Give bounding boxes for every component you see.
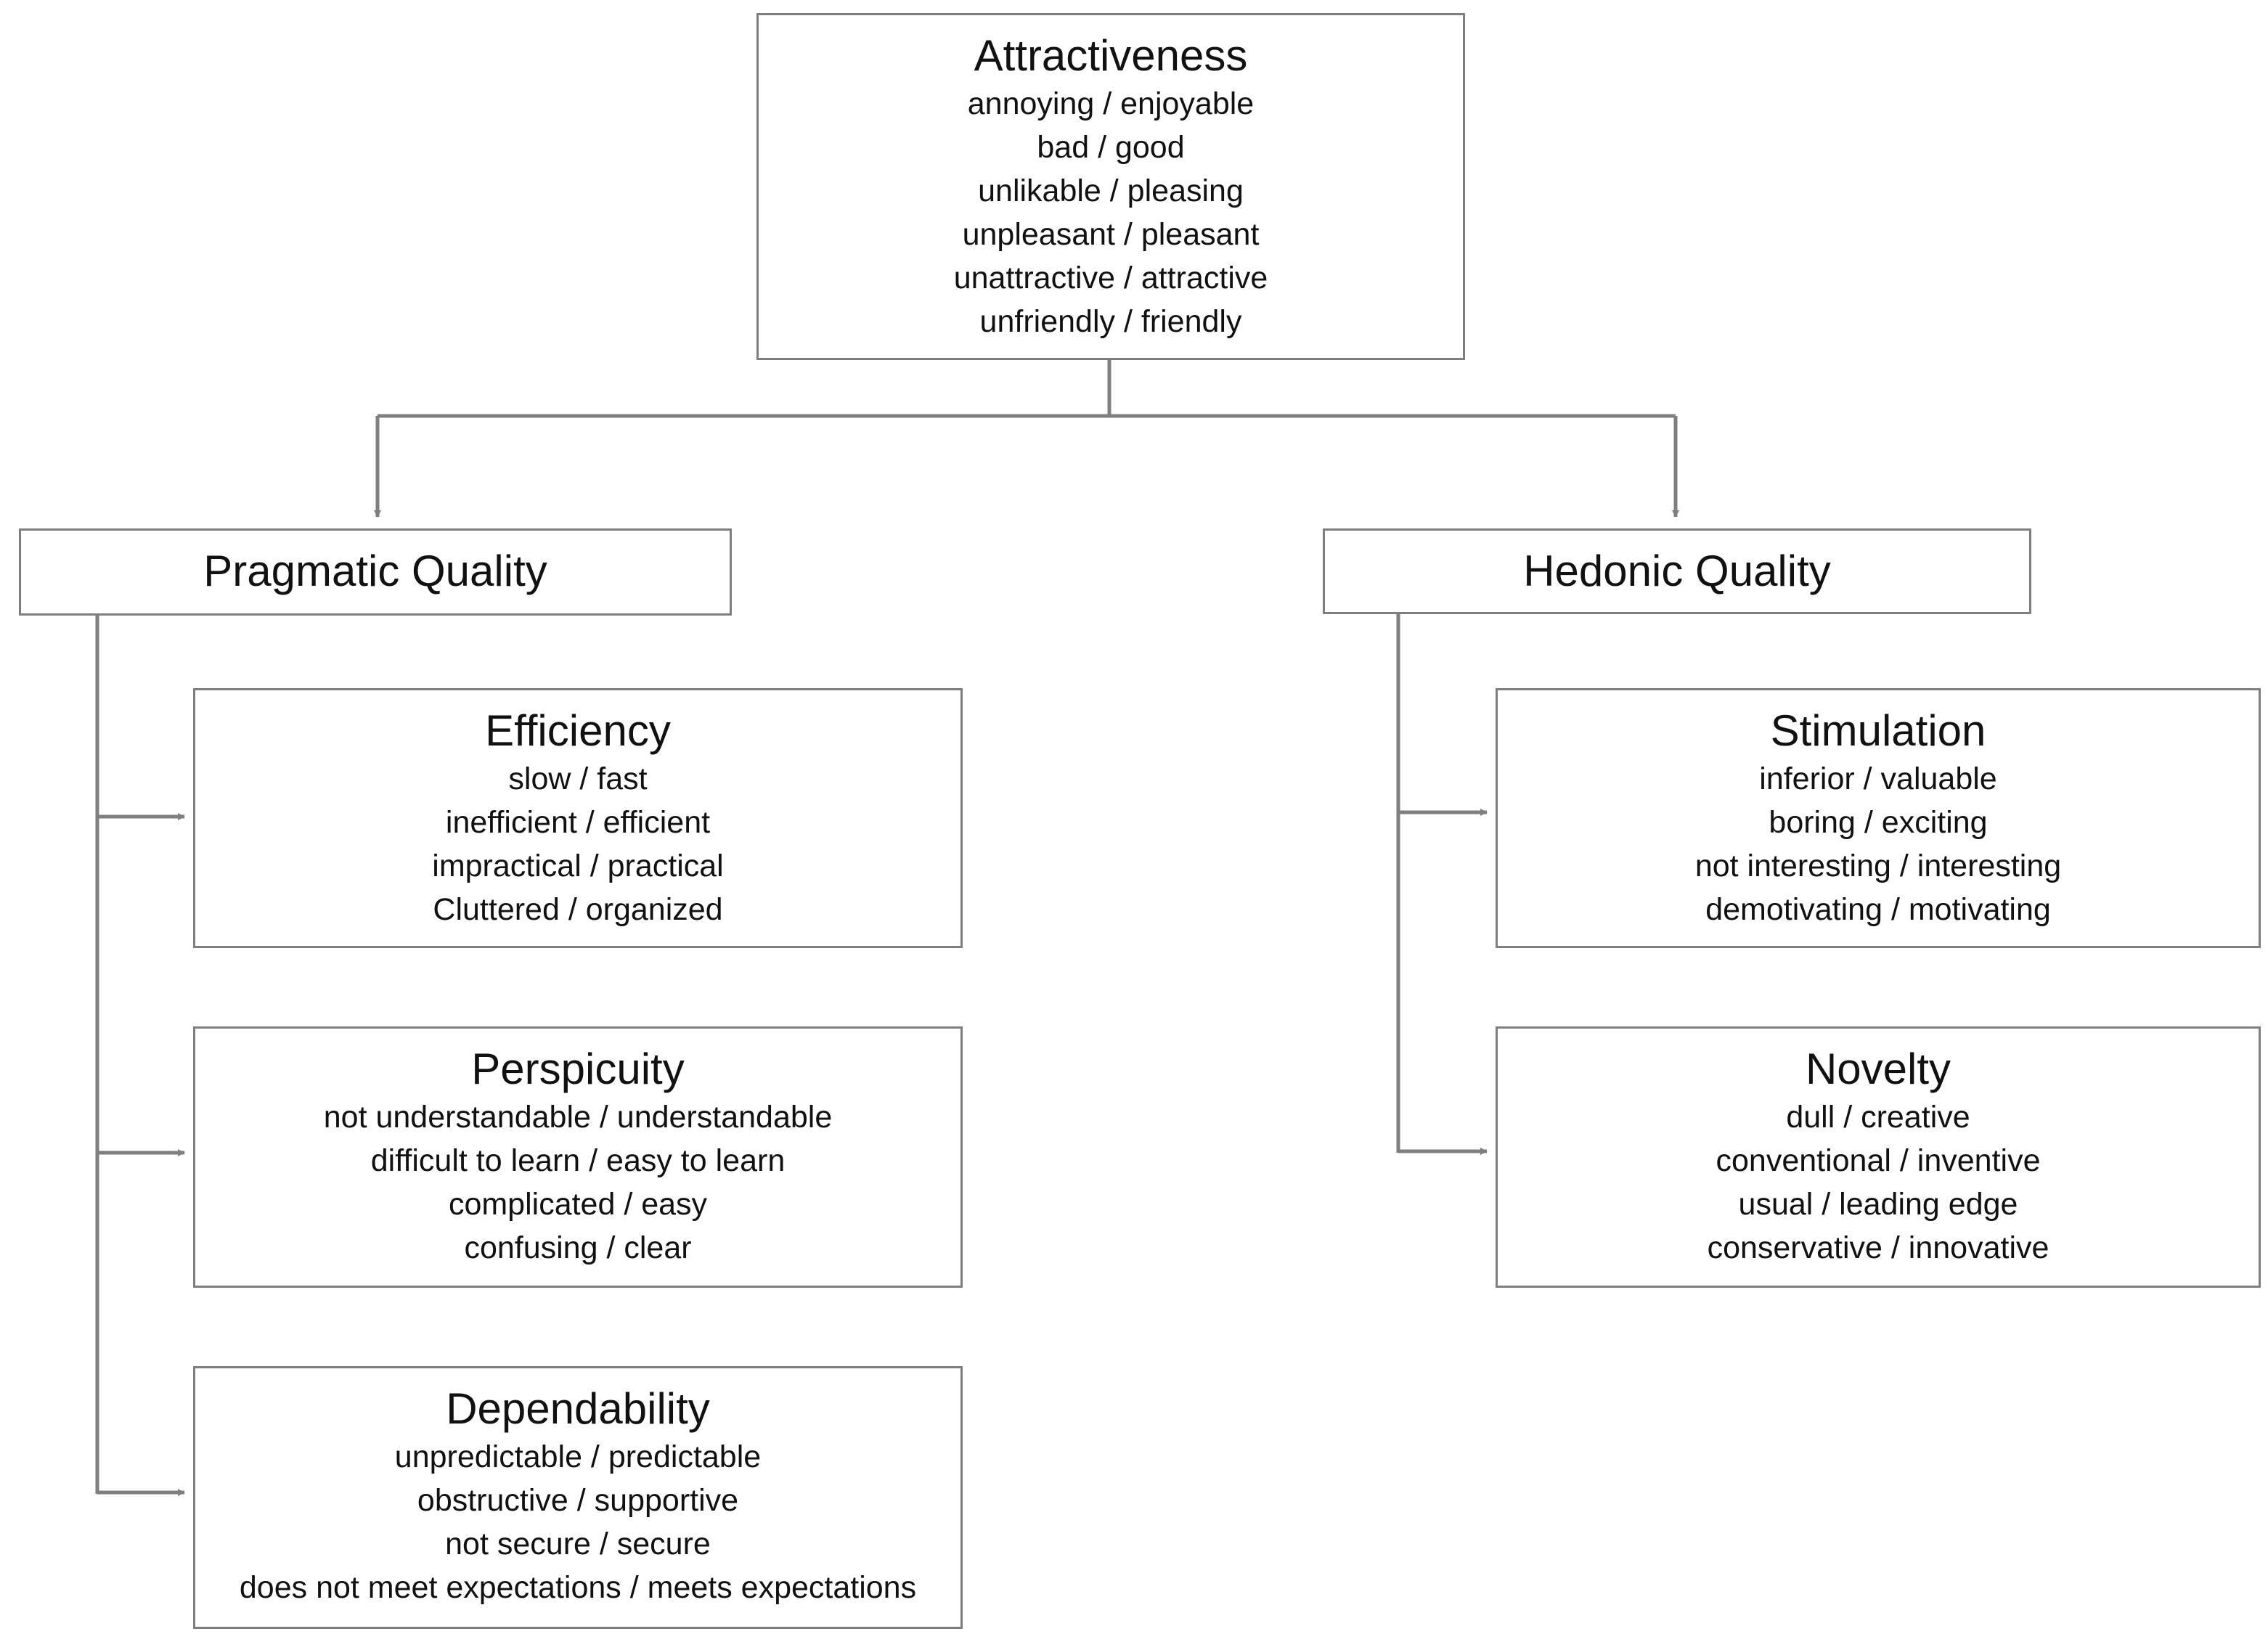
efficiency-item: inefficient / efficient	[445, 805, 711, 840]
efficiency-title: Efficiency	[485, 706, 671, 755]
novelty-item: dull / creative	[1786, 1100, 1970, 1135]
attractiveness-box: Attractiveness annoying / enjoyable bad …	[756, 13, 1465, 360]
novelty-item: usual / leading edge	[1738, 1187, 2018, 1222]
attractiveness-items: annoying / enjoyable bad / good unlikabl…	[759, 82, 1463, 343]
stimulation-item: boring / exciting	[1769, 805, 1988, 840]
stimulation-items: inferior / valuable boring / exciting no…	[1498, 757, 2259, 931]
perspicuity-item: complicated / easy	[448, 1187, 708, 1222]
pragmatic-quality-box: Pragmatic Quality	[19, 528, 732, 616]
efficiency-item: impractical / practical	[432, 849, 724, 883]
dependability-item: does not meet expectations / meets expec…	[239, 1570, 917, 1605]
attractiveness-title: Attractiveness	[974, 31, 1248, 80]
dependability-item: obstructive / supportive	[417, 1483, 739, 1518]
perspicuity-item: confusing / clear	[464, 1230, 692, 1265]
dependability-title: Dependability	[446, 1384, 710, 1433]
novelty-title: Novelty	[1805, 1045, 1951, 1093]
hedonic-quality-title: Hedonic Quality	[1523, 547, 1831, 595]
dependability-item: unpredictable / predictable	[394, 1439, 762, 1474]
novelty-item: conservative / innovative	[1707, 1230, 2049, 1265]
efficiency-item: slow / fast	[508, 761, 648, 796]
attractiveness-item: annoying / enjoyable	[967, 86, 1255, 121]
dependability-items: unpredictable / predictable obstructive …	[195, 1435, 960, 1609]
stimulation-item: demotivating / motivating	[1705, 892, 2051, 927]
stimulation-title: Stimulation	[1770, 706, 1986, 755]
novelty-item: conventional / inventive	[1716, 1143, 2041, 1178]
attractiveness-item: unlikable / pleasing	[978, 173, 1244, 208]
efficiency-item: Cluttered / organized	[433, 892, 723, 927]
stimulation-box: Stimulation inferior / valuable boring /…	[1496, 688, 2261, 948]
dependability-item: not secure / secure	[445, 1527, 711, 1561]
stimulation-item: inferior / valuable	[1759, 761, 1997, 796]
attractiveness-item: unfriendly / friendly	[979, 304, 1242, 339]
attractiveness-item: bad / good	[1037, 130, 1185, 165]
novelty-box: Novelty dull / creative conventional / i…	[1496, 1026, 2261, 1288]
efficiency-box: Efficiency slow / fast inefficient / eff…	[193, 688, 963, 948]
attractiveness-item: unpleasant / pleasant	[962, 217, 1260, 252]
pragmatic-quality-title: Pragmatic Quality	[203, 547, 547, 595]
perspicuity-items: not understandable / understandable diff…	[195, 1095, 960, 1270]
perspicuity-title: Perspicuity	[471, 1045, 685, 1093]
hedonic-quality-box: Hedonic Quality	[1323, 528, 2031, 614]
perspicuity-box: Perspicuity not understandable / underst…	[193, 1026, 963, 1288]
efficiency-items: slow / fast inefficient / efficient impr…	[195, 757, 960, 931]
novelty-items: dull / creative conventional / inventive…	[1498, 1095, 2259, 1270]
perspicuity-item: difficult to learn / easy to learn	[370, 1143, 786, 1178]
dependability-box: Dependability unpredictable / predictabl…	[193, 1366, 963, 1629]
stimulation-item: not interesting / interesting	[1694, 849, 2062, 883]
perspicuity-item: not understandable / understandable	[323, 1100, 833, 1135]
attractiveness-item: unattractive / attractive	[953, 261, 1268, 295]
